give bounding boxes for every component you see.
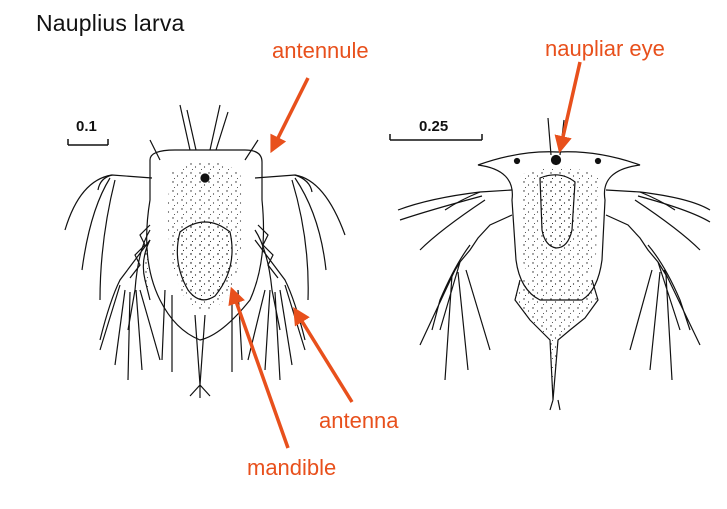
label-naupliar-eye: naupliar eye (545, 36, 665, 61)
scale-bar-right (389, 134, 483, 141)
larva-left-ventral (64, 104, 346, 398)
label-antenna: antenna (319, 408, 399, 433)
arrow-antennule (270, 77, 310, 154)
scale-label-left: 0.1 (76, 118, 97, 135)
scale-bar-left (67, 139, 109, 146)
label-mandible: mandible (247, 455, 337, 480)
figure-title: Nauplius larva (36, 10, 185, 36)
scale-label-right: 0.25 (419, 118, 449, 135)
arrow-antenna (293, 307, 354, 403)
arrow-naupliar-eye (554, 61, 582, 154)
annotation-arrows (228, 61, 582, 449)
label-antennule: antennule (272, 38, 369, 63)
larva-right-dorsal (397, 117, 711, 411)
arrow-mandible (228, 286, 290, 449)
